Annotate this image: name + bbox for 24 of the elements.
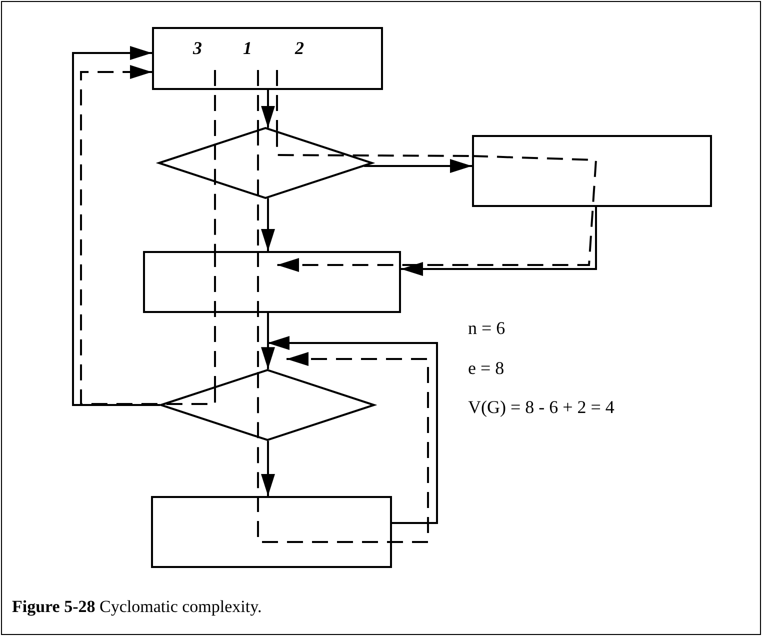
arrow xyxy=(261,198,275,251)
decision-diamond xyxy=(158,127,373,199)
figure-caption: Figure 5-28 Cyclomatic complexity. xyxy=(12,597,262,617)
arrow xyxy=(72,46,160,406)
formula-text: e = 8 xyxy=(468,358,504,380)
arrow xyxy=(268,336,438,524)
path-number: 1 xyxy=(243,38,252,60)
decision-diamond xyxy=(160,369,375,441)
arrow xyxy=(261,90,275,128)
arrow xyxy=(261,440,275,496)
arrow xyxy=(401,207,597,276)
process-box xyxy=(143,251,401,313)
dashed-path-arrow xyxy=(277,155,598,272)
dashed-path-arrow xyxy=(257,352,429,543)
arrow xyxy=(261,313,275,370)
dashed-path-arrow xyxy=(80,65,216,405)
process-box xyxy=(152,27,383,90)
formula-text: n = 6 xyxy=(468,318,506,340)
process-box xyxy=(472,135,712,207)
process-box xyxy=(151,496,392,568)
path-number: 2 xyxy=(295,38,304,60)
formula-text: V(G) = 8 - 6 + 2 = 4 xyxy=(468,397,614,419)
arrow xyxy=(364,159,472,173)
path-number: 3 xyxy=(193,38,202,60)
